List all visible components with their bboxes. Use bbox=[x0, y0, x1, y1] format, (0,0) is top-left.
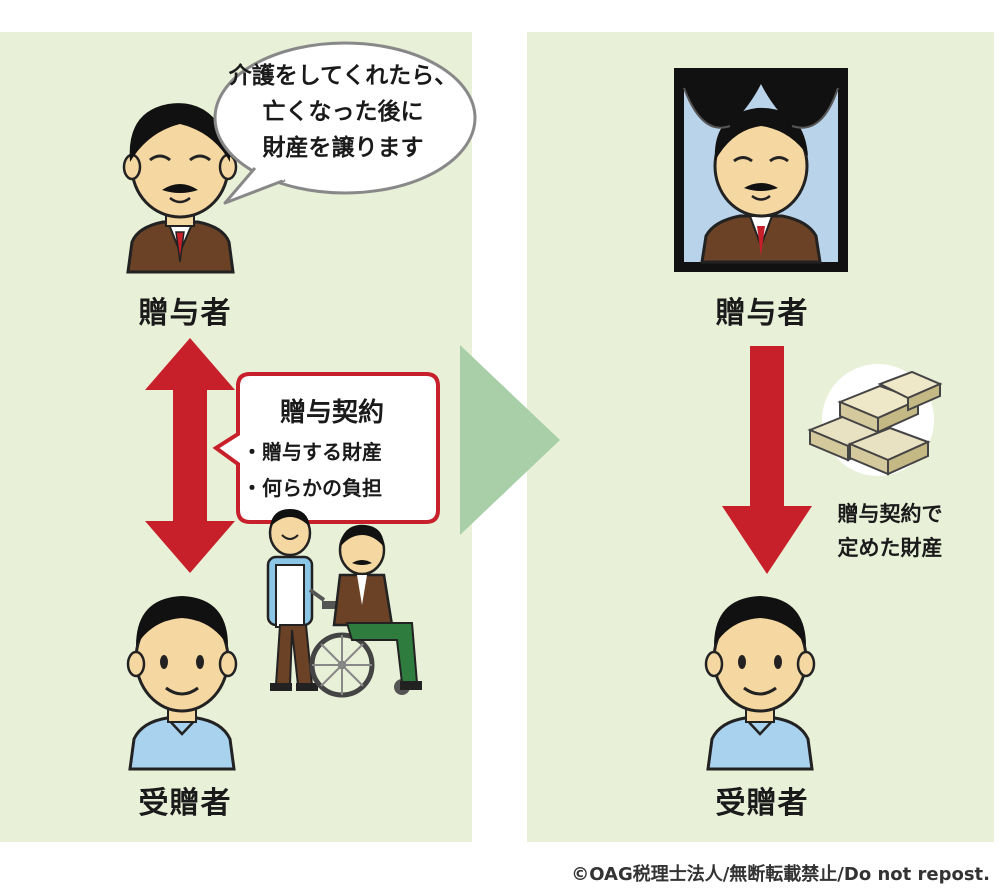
property-note-line-1: 贈与契約で bbox=[837, 502, 943, 526]
contract-title: 贈与契約 bbox=[279, 398, 384, 428]
contract-box-frame bbox=[212, 372, 440, 524]
left-recipient-figure-icon bbox=[126, 596, 238, 771]
contract-item-1: ・贈与する財産 bbox=[242, 440, 382, 464]
money-stack-icon bbox=[807, 364, 943, 476]
speech-line-1: 介護をしてくれたら、 bbox=[228, 63, 458, 89]
down-arrow-icon bbox=[722, 346, 812, 574]
copyright-notice: ©OAG税理士法人/無断転載禁止/Do not repost. bbox=[571, 864, 990, 885]
right-recipient-label: 受贈者 bbox=[715, 786, 809, 821]
donor-figure-icon bbox=[122, 103, 238, 274]
speech-bubble bbox=[213, 41, 477, 205]
property-note: 贈与契約で 定めた財産 bbox=[810, 497, 970, 565]
transition-arrow-icon bbox=[460, 345, 560, 535]
memorial-portrait-icon bbox=[674, 68, 848, 272]
double-arrow-icon bbox=[145, 338, 235, 573]
right-recipient-figure-icon bbox=[704, 596, 816, 771]
contract-item-2: ・何らかの負担 bbox=[242, 476, 382, 500]
speech-line-2: 亡くなった後に bbox=[262, 99, 424, 125]
speech-text: 介護をしてくれたら、 亡くなった後に 財産を譲ります bbox=[228, 58, 458, 166]
right-donor-label: 贈与者 bbox=[715, 296, 809, 331]
property-note-line-2: 定めた財産 bbox=[837, 536, 943, 560]
speech-line-3: 財産を譲ります bbox=[262, 135, 424, 161]
left-donor-label: 贈与者 bbox=[138, 296, 232, 331]
contract-box: 贈与契約 ・贈与する財産 ・何らかの負担 bbox=[212, 372, 440, 524]
left-recipient-label: 受贈者 bbox=[138, 786, 232, 821]
caregiver-wheelchair-icon bbox=[266, 509, 422, 698]
